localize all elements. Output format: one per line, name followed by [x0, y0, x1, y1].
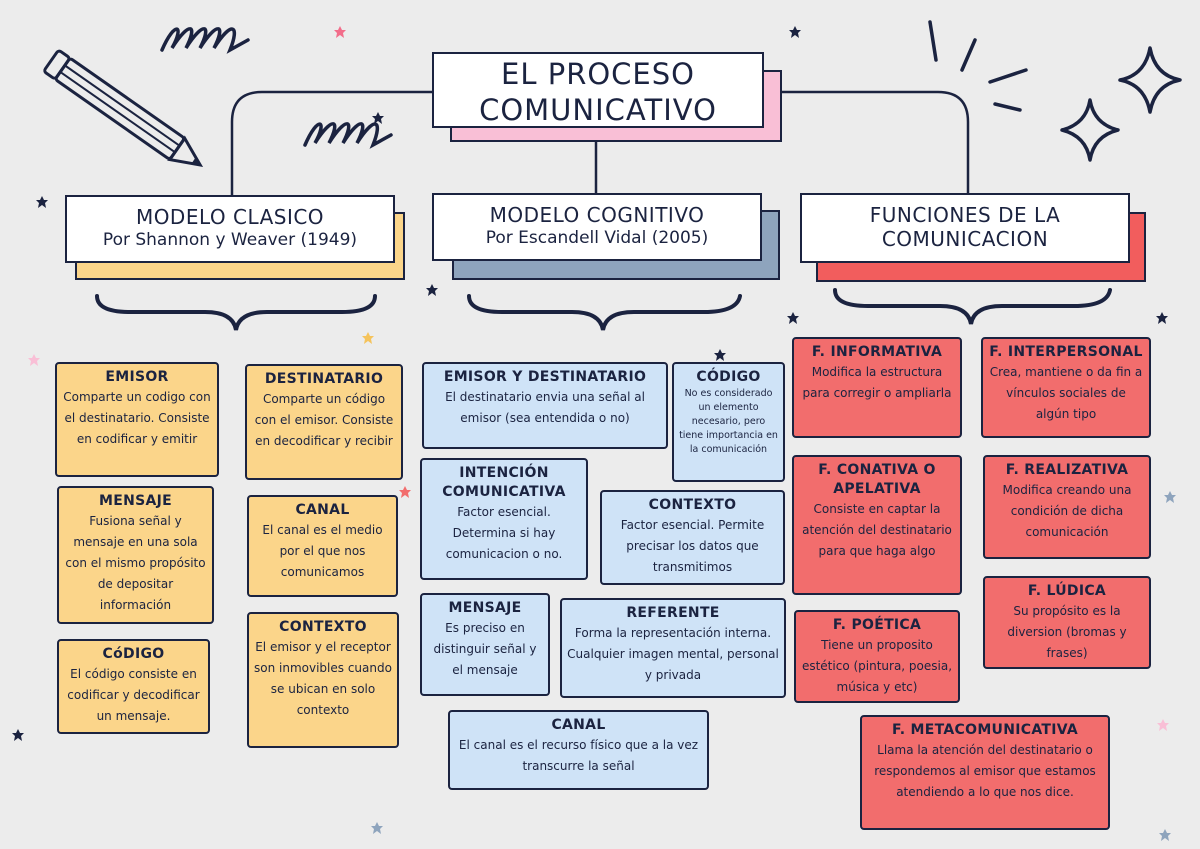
- main-title-line1: EL PROCESO: [501, 57, 695, 91]
- card-text: Crea, mantiene o da fin a vínculos socia…: [989, 365, 1143, 421]
- card-cognitivo-mensaje: MENSAJE Es preciso en distinguir señal y…: [420, 593, 550, 696]
- card-title: F. CONATIVA O APELATIVA: [818, 462, 936, 497]
- card-title: MENSAJE: [98, 493, 172, 509]
- card-text: Factor esencial. Permite precisar los da…: [620, 518, 765, 574]
- card-clasico-contexto: CONTEXTO El emisor y el receptor son inm…: [247, 612, 399, 748]
- card-title: MENSAJE: [448, 600, 522, 616]
- header-title-line2: COMUNICACION: [881, 227, 1049, 251]
- card-text: Comparte un codigo con el destinatario. …: [63, 390, 211, 446]
- card-clasico-mensaje: MENSAJE Fusiona señal y mensaje en una s…: [57, 486, 214, 624]
- main-title-line2: COMUNICATIVO: [479, 93, 717, 127]
- header-modelo-cognitivo: MODELO COGNITIVO Por Escandell Vidal (20…: [432, 193, 762, 261]
- card-text: Fusiona señal y mensaje en una sola con …: [65, 514, 206, 612]
- card-title: F. POÉTICA: [832, 617, 922, 633]
- card-funcion-metacomunicativa: F. METACOMUNICATIVA Llama la atención de…: [860, 715, 1110, 830]
- card-cognitivo-canal: CANAL El canal es el recurso físico que …: [448, 710, 709, 790]
- header-subtitle: Por Shannon y Weaver (1949): [102, 230, 358, 250]
- header-modelo-clasico: MODELO CLASICO Por Shannon y Weaver (194…: [65, 195, 395, 263]
- card-title: F. INTERPERSONAL: [989, 344, 1143, 360]
- card-cognitivo-intencion: INTENCIÓN COMUNICATIVA Factor esencial. …: [420, 458, 588, 580]
- card-text: El emisor y el receptor son inmovibles c…: [254, 640, 392, 717]
- sparkle-icon: [1060, 46, 1182, 162]
- card-cognitivo-contexto: CONTEXTO Factor esencial. Permite precis…: [600, 490, 785, 585]
- card-text: Forma la representación interna. Cualqui…: [567, 626, 779, 682]
- card-text: El destinatario envia una señal al emiso…: [445, 390, 645, 425]
- card-text: Tiene un proposito estético (pintura, po…: [801, 638, 953, 694]
- card-funcion-ludica: F. LÚDICA Su propósito es la diversion (…: [983, 576, 1151, 669]
- card-text: Es preciso en distinguir señal y el mens…: [433, 621, 537, 677]
- card-title: CANAL: [551, 717, 606, 733]
- card-funcion-realizativa: F. REALIZATIVA Modifica creando una cond…: [983, 455, 1151, 559]
- brace-icon: [95, 288, 1112, 331]
- header-title-line1: FUNCIONES DE LA: [869, 203, 1061, 227]
- card-title: CONTEXTO: [279, 619, 367, 635]
- burst-icon: [928, 20, 1028, 112]
- card-text: El canal es el recurso físico que a la v…: [458, 738, 699, 773]
- card-text: Factor esencial. Determina si hay comuni…: [445, 505, 563, 561]
- card-title: F. LÚDICA: [1027, 583, 1107, 599]
- confetti-icon: [12, 26, 1176, 841]
- card-title: EMISOR Y DESTINATARIO: [443, 369, 647, 385]
- card-text: Comparte un código con el emisor. Consis…: [254, 392, 394, 448]
- card-clasico-canal: CANAL El canal es el medio por el que no…: [247, 495, 398, 597]
- card-funcion-conativa: F. CONATIVA O APELATIVA Consiste en capt…: [792, 455, 962, 595]
- card-clasico-destinatario: DESTINATARIO Comparte un código con el e…: [245, 364, 403, 480]
- scribble-icon: [160, 27, 393, 149]
- card-text: Modifica la estructura para corregir o a…: [802, 365, 952, 400]
- card-title: DESTINATARIO: [264, 371, 384, 387]
- pencil-icon: [43, 49, 204, 168]
- header-title: MODELO CLASICO: [135, 205, 325, 229]
- card-title: CÓDIGO: [696, 369, 761, 385]
- connector-lines: [230, 90, 970, 197]
- card-clasico-emisor: EMISOR Comparte un codigo con el destina…: [55, 362, 219, 477]
- card-text: El canal es el medio por el que nos comu…: [262, 523, 383, 579]
- header-funciones: FUNCIONES DE LA COMUNICACION: [800, 193, 1130, 263]
- card-text: Consiste en captar la atención del desti…: [802, 502, 952, 558]
- card-title: CONTEXTO: [648, 497, 737, 513]
- card-title: F. METACOMUNICATIVA: [891, 722, 1079, 738]
- header-subtitle: Por Escandell Vidal (2005): [485, 228, 709, 248]
- card-clasico-codigo: CóDIGO El código consiste en codificar y…: [57, 639, 210, 734]
- card-title: CóDIGO: [102, 646, 165, 662]
- header-title: MODELO COGNITIVO: [489, 203, 705, 227]
- card-cognitivo-referente: REFERENTE Forma la representación intern…: [560, 598, 786, 698]
- main-title-box: EL PROCESO COMUNICATIVO: [432, 52, 764, 128]
- card-title: CANAL: [295, 502, 350, 518]
- card-title: F. REALIZATIVA: [1005, 462, 1129, 478]
- card-text: Su propósito es la diversion (bromas y f…: [1007, 604, 1127, 660]
- card-funcion-poetica: F. POÉTICA Tiene un proposito estético (…: [794, 610, 960, 703]
- card-title: F. INFORMATIVA: [811, 344, 943, 360]
- card-cognitivo-emisor-destinatario: EMISOR Y DESTINATARIO El destinatario en…: [422, 362, 668, 449]
- card-text: El código consiste en codificar y decodi…: [67, 667, 200, 723]
- card-title: EMISOR: [105, 369, 169, 385]
- card-cognitivo-codigo: CÓDIGO No es considerado un elemento nec…: [672, 362, 785, 482]
- card-funcion-informativa: F. INFORMATIVA Modifica la estructura pa…: [792, 337, 962, 438]
- card-title: INTENCIÓN COMUNICATIVA: [442, 465, 566, 500]
- card-text: Modifica creando una condición de dicha …: [1002, 483, 1132, 539]
- card-funcion-interpersonal: F. INTERPERSONAL Crea, mantiene o da fin…: [981, 337, 1151, 438]
- card-text: No es considerado un elemento necesario,…: [679, 388, 778, 455]
- card-title: REFERENTE: [626, 605, 720, 621]
- card-text: Llama la atención del destinatario o res…: [874, 743, 1096, 799]
